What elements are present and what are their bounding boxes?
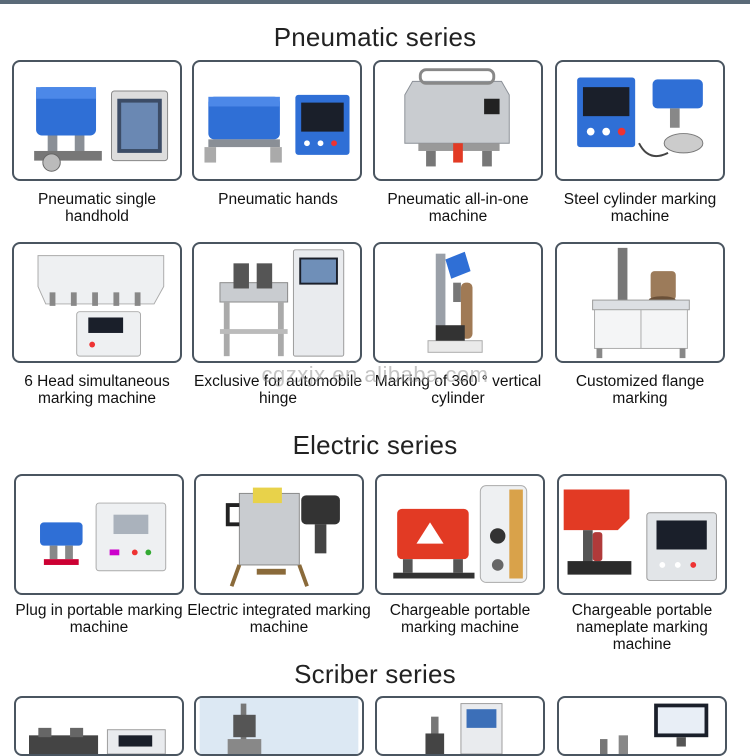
product-caption: Pneumatic all-in-one machine [387,191,529,225]
product-caption: Pneumatic hands [218,191,338,208]
product-image [600,703,709,754]
top-divider-bar [0,0,750,4]
product-card-plug-in-portable[interactable] [14,474,184,595]
product-image [225,487,340,587]
product-card-scriber-4[interactable] [557,696,727,756]
product-caption: 6 Head simultaneous marking machine [24,373,170,407]
product-card-scriber-1[interactable] [14,696,184,756]
product-caption: Exclusive for automobile hinge [194,373,362,407]
product-caption: Chargeable portable marking machine [389,602,531,636]
product-image [204,94,350,163]
product-image [34,87,169,172]
product-card-scriber-3[interactable] [375,696,545,756]
product-card-pneumatic-hands[interactable] [192,60,362,181]
product-card-6-head[interactable] [12,242,182,363]
product-caption: Electric integrated marking machine [187,602,371,636]
product-image [219,249,345,357]
product-caption: Steel cylinder marking machine [563,191,717,225]
product-card-chargeable-portable[interactable] [375,474,545,595]
product-caption: Pneumatic single handhold [37,191,157,225]
product-card-steel-cylinder[interactable] [555,60,725,181]
product-caption: Marking of 360 ° vertical cylinder [374,373,542,407]
product-image [577,77,704,158]
product-caption: Plug in portable marking machine [15,602,183,636]
product-card-chargeable-nameplate[interactable] [557,474,727,595]
product-card-customized-flange[interactable] [555,242,725,363]
section-title-electric: Electric series [292,430,458,460]
product-image [425,703,503,754]
product-card-electric-integrated[interactable] [194,474,364,595]
section-title-scriber: Scriber series [294,659,456,689]
product-image [592,247,690,359]
product-caption: Chargeable portable nameplate marking ma… [571,602,713,653]
product-card-360-vertical-cylinder[interactable] [373,242,543,363]
product-image [563,489,717,581]
product-card-automobile-hinge[interactable] [192,242,362,363]
product-caption: Customized flange marking [575,373,705,407]
product-card-pneumatic-all-in-one[interactable] [373,60,543,181]
product-image [404,68,510,167]
product-card-scriber-2[interactable] [194,696,364,756]
product-image [393,485,528,583]
product-image [40,502,167,572]
product-image [199,698,359,754]
product-image [427,251,483,353]
product-image [29,727,166,754]
product-image [37,255,165,357]
product-card-pneumatic-single-handhold[interactable] [12,60,182,181]
section-title-pneumatic: Pneumatic series [273,22,477,52]
